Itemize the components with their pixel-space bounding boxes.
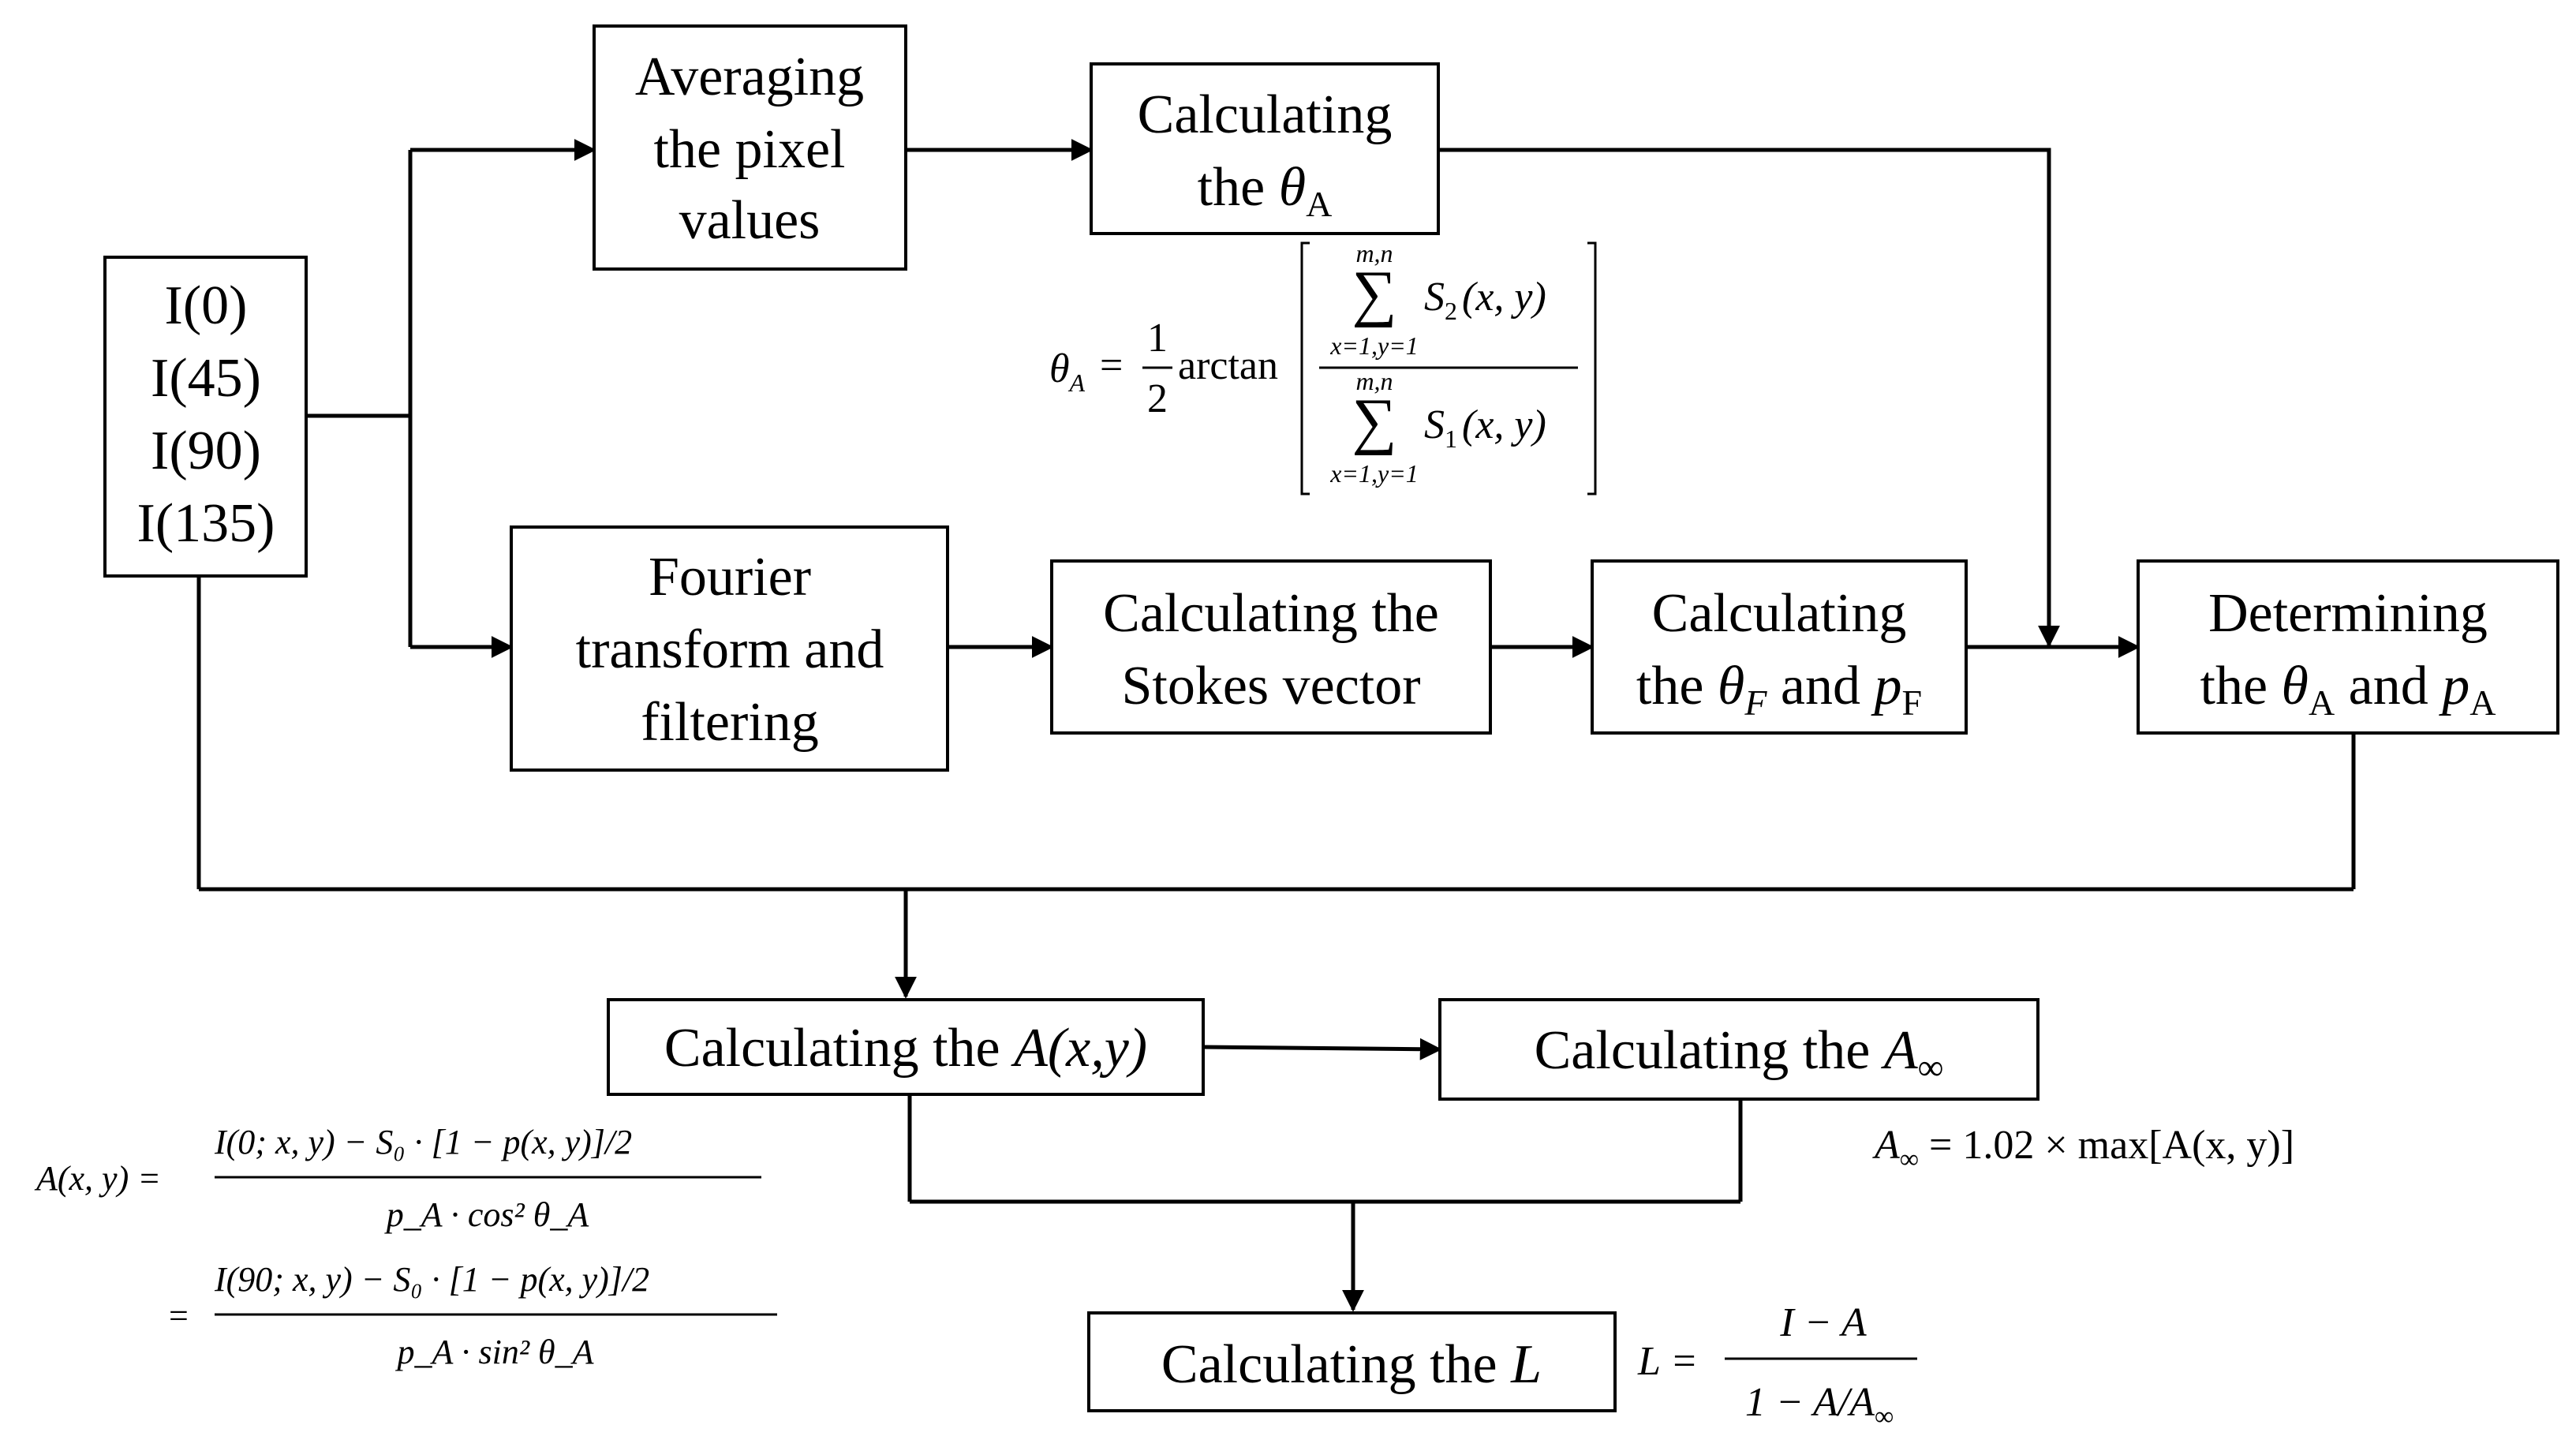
input-label-45: I(45) <box>151 348 261 409</box>
equation-theta-a: θA = 1 2 arctan m,n ∑ x=1,y=1 S2(x, y) m… <box>1049 239 1597 495</box>
eq-theta-den-lower: x=1,y=1 <box>1329 459 1419 488</box>
eq-theta-den-term: S1(x, y) <box>1424 402 1546 453</box>
calc-l-label: Calculating the L <box>1161 1334 1542 1395</box>
connectors <box>196 139 2356 1312</box>
node-averaging: Averaging the pixel values <box>593 24 907 271</box>
eq-a-den1: p_A · cos² θ_A <box>384 1195 590 1234</box>
node-determine: Determining the θA and pA <box>2137 559 2559 735</box>
eq-a-equals2: = <box>169 1296 189 1335</box>
arrow-theta-to-junction <box>1438 148 2060 648</box>
calc-ainf-label: Calculating the A∞ <box>1535 1020 1944 1087</box>
eq-l-lhs: L = <box>1637 1339 1698 1384</box>
eq-theta-bracket-right <box>1587 241 1597 495</box>
determine-line-2: the θA and pA <box>2200 656 2496 723</box>
averaging-line-3: values <box>679 190 821 251</box>
equation-l: L = I − A 1 − A/A∞ <box>1637 1300 1917 1431</box>
node-calc-ainf: Calculating the A∞ <box>1438 998 2039 1101</box>
fourier-line-3: filtering <box>641 692 818 753</box>
arrow-calc-a-to-ainf <box>1202 1038 1442 1060</box>
eq-a-den2: p_A · sin² θ_A <box>394 1333 594 1371</box>
eq-theta-num-term: S2(x, y) <box>1424 275 1546 325</box>
stokes-line-1: Calculating the <box>1103 583 1439 644</box>
node-calc-l: Calculating the L <box>1087 1311 1617 1412</box>
eq-theta-half-den: 2 <box>1147 376 1168 421</box>
calc-theta-a-line-2: the θA <box>1198 157 1333 224</box>
eq-ainf-text: A∞ = 1.02 × max[A(x, y)] <box>1872 1123 2294 1174</box>
eq-l-den: 1 − A/A∞ <box>1745 1380 1894 1431</box>
calc-theta-f-line-1: Calculating <box>1652 583 1907 644</box>
calc-theta-a-line-1: Calculating <box>1138 84 1393 145</box>
eq-a-num1: I(0; x, y) − S₀ · [1 − p(x, y)]/2 <box>214 1123 632 1161</box>
eq-l-num: I − A <box>1779 1300 1866 1345</box>
averaging-line-1: Averaging <box>635 47 864 107</box>
node-calc-theta-f: Calculating the θF and pF <box>1591 559 1968 735</box>
eq-theta-num-upper: m,n <box>1355 239 1393 267</box>
input-label-90: I(90) <box>151 421 261 481</box>
eq-a-num2: I(90; x, y) − S₀ · [1 − p(x, y)]/2 <box>214 1260 649 1299</box>
node-fourier: Fourier transform and filtering <box>510 525 949 772</box>
node-stokes: Calculating the Stokes vector <box>1050 559 1492 735</box>
calc-a-label: Calculating the A(x,y) <box>664 1018 1147 1079</box>
eq-theta-num-sigma: ∑ <box>1352 259 1396 328</box>
eq-theta-den-sigma: ∑ <box>1352 387 1396 456</box>
equation-a-xy: A(x, y) = I(0; x, y) − S₀ · [1 − p(x, y)… <box>34 1123 777 1371</box>
node-calc-a: Calculating the A(x,y) <box>607 998 1205 1096</box>
stokes-line-2: Stokes vector <box>1121 656 1420 716</box>
eq-theta-num-lower: x=1,y=1 <box>1329 331 1419 360</box>
input-label-135: I(135) <box>137 493 275 554</box>
fourier-line-2: transform and <box>576 619 884 680</box>
calc-theta-f-line-2: the θF and pF <box>1636 656 1922 723</box>
fourier-line-1: Fourier <box>649 547 811 608</box>
eq-theta-lhs: θA <box>1049 346 1086 397</box>
eq-theta-den-upper: m,n <box>1355 367 1393 395</box>
determine-line-1: Determining <box>2208 583 2488 644</box>
input-label-0: I(0) <box>165 275 248 336</box>
eq-theta-bracket-left <box>1300 241 1310 495</box>
eq-theta-func: arctan <box>1178 343 1278 388</box>
eq-a-lhs: A(x, y) = <box>34 1159 161 1198</box>
eq-theta-equals: = <box>1100 343 1123 388</box>
node-input: I(0) I(45) I(90) I(135) <box>103 256 308 578</box>
equation-a-inf: A∞ = 1.02 × max[A(x, y)] <box>1872 1123 2294 1174</box>
node-calc-theta-a: Calculating the θA <box>1090 62 1440 235</box>
averaging-line-2: the pixel <box>654 119 846 180</box>
eq-theta-half-num: 1 <box>1147 316 1168 361</box>
